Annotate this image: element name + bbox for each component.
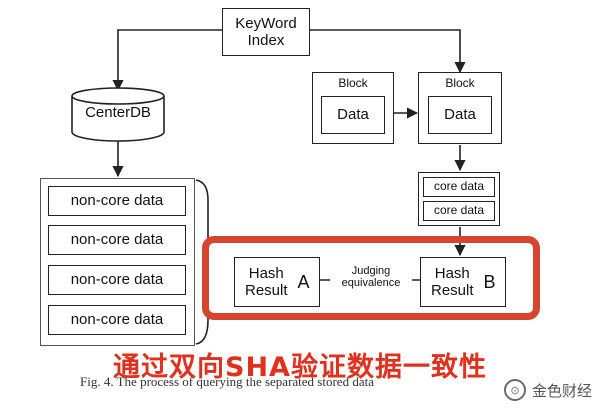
hash-a-letter: A <box>297 271 310 292</box>
figure-caption: Fig. 4. The process of querying the sepa… <box>80 374 374 389</box>
watermark: ⊙ 金色财经 <box>503 379 592 401</box>
centerdb-node: CenterDB <box>70 86 166 142</box>
noncore-item: non-core data <box>48 305 186 335</box>
block-left-data: Data <box>321 96 385 134</box>
judging-equivalence-label: Judging equivalence <box>330 265 412 290</box>
hash-result-a: Hash Result A <box>234 257 320 307</box>
block-right-data: Data <box>428 96 492 134</box>
noncore-item: non-core data <box>48 186 186 216</box>
hash-b-label: Hash Result <box>431 264 474 299</box>
core-item: core data <box>423 177 495 197</box>
keyword-index-node: KeyWord Index <box>222 8 310 56</box>
edge-index-to-block <box>310 29 466 74</box>
noncore-item: non-core data <box>48 265 186 295</box>
database-icon <box>71 87 165 142</box>
watermark-text: 金色财经 <box>531 381 592 400</box>
overlay-caption: 通过双向SHA验证数据一致性 <box>113 352 487 383</box>
hash-a-label: Hash Result <box>245 264 288 299</box>
block-right-title: Block <box>445 76 475 90</box>
block-left-title: Block <box>338 76 368 90</box>
hash-b-letter: B <box>483 271 496 292</box>
core-item: core data <box>423 201 495 221</box>
highlight-frame <box>202 236 540 320</box>
edge-index-to-centerdb <box>112 29 222 92</box>
hash-result-b: Hash Result B <box>420 257 506 307</box>
watermark-logo-icon: ⊙ <box>503 379 526 401</box>
noncore-item: non-core data <box>48 225 186 255</box>
centerdb-label: CenterDB <box>85 104 151 121</box>
